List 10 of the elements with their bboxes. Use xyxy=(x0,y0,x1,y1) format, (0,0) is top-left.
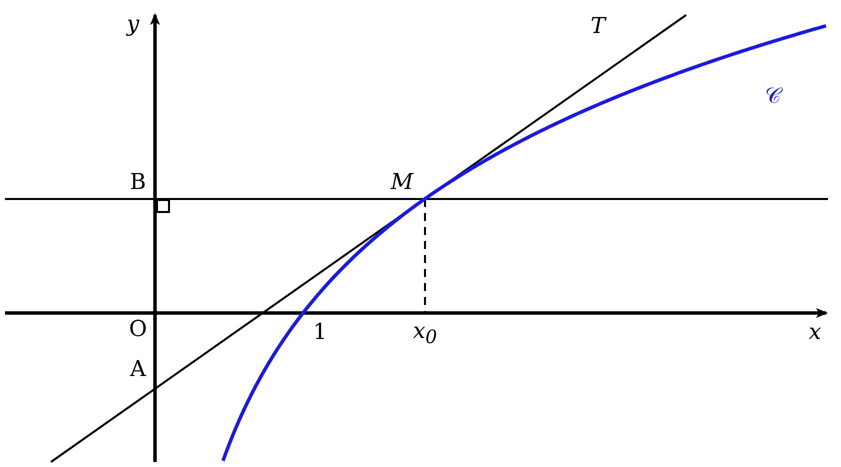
point-label: O xyxy=(128,318,148,342)
axis-label: x xyxy=(808,321,822,345)
line-label: T xyxy=(590,15,606,39)
tick-label: 1 xyxy=(313,321,327,345)
point-label: B xyxy=(130,171,146,195)
tick-label: x$_{0}$ xyxy=(412,320,438,350)
point-label: M xyxy=(390,171,414,195)
curve-label: 𝒞 xyxy=(765,85,781,109)
axis-label: y xyxy=(126,13,140,37)
point-label: A xyxy=(130,358,146,382)
